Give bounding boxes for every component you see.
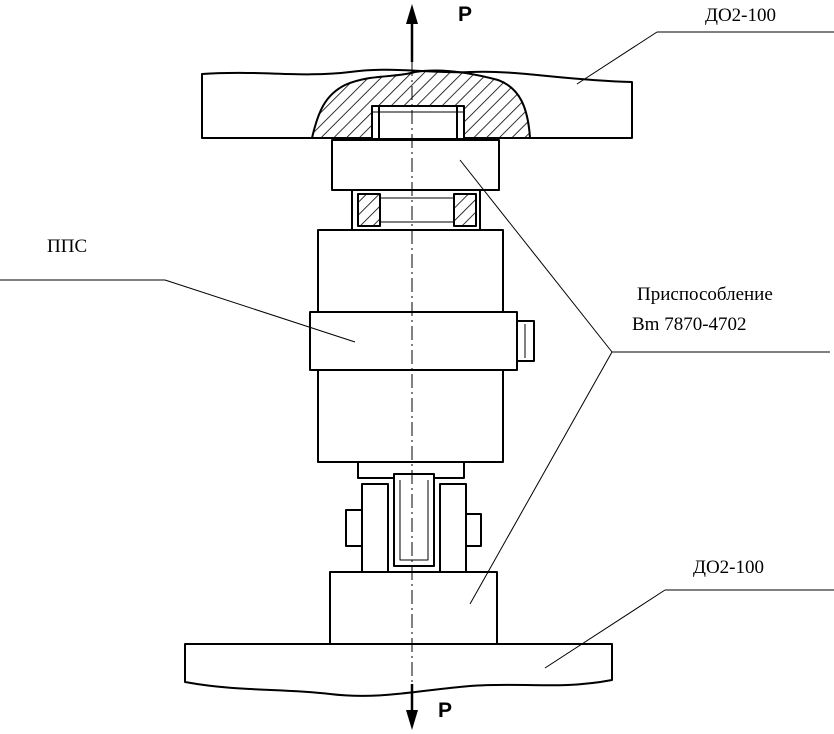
sensor-label: ППС bbox=[47, 236, 88, 257]
coupling-nut-left bbox=[357, 193, 381, 227]
top-bolt bbox=[371, 105, 465, 140]
force-arrow-top bbox=[406, 4, 418, 62]
leader-fixture-lower bbox=[469, 351, 613, 605]
clevis-pin-right bbox=[465, 513, 482, 547]
coupling-nut-right bbox=[453, 193, 477, 227]
machine-label-bottom: ДО2-100 bbox=[693, 557, 765, 578]
leader-machine-bottom bbox=[544, 589, 666, 669]
clevis-pin-left bbox=[345, 509, 363, 547]
force-arrow-bottom bbox=[406, 684, 418, 730]
sensor-band bbox=[309, 311, 518, 371]
bottom-machine-plate bbox=[184, 643, 613, 697]
machine-label-top: ДО2-100 bbox=[705, 5, 777, 26]
leader-fixture-upper bbox=[459, 159, 613, 353]
top-clamp-hatched bbox=[311, 69, 531, 139]
leader-machine-top bbox=[576, 31, 658, 85]
fixture-label-line1: Приспособление bbox=[637, 284, 773, 305]
clevis-tongue bbox=[393, 473, 435, 567]
force-label-bottom: P bbox=[438, 699, 453, 722]
adapter-flange bbox=[331, 139, 500, 191]
bottom-adapter-block bbox=[329, 571, 498, 645]
force-label-top: P bbox=[458, 3, 473, 26]
fixture-label-line2: Bm 7870-4702 bbox=[632, 314, 747, 335]
